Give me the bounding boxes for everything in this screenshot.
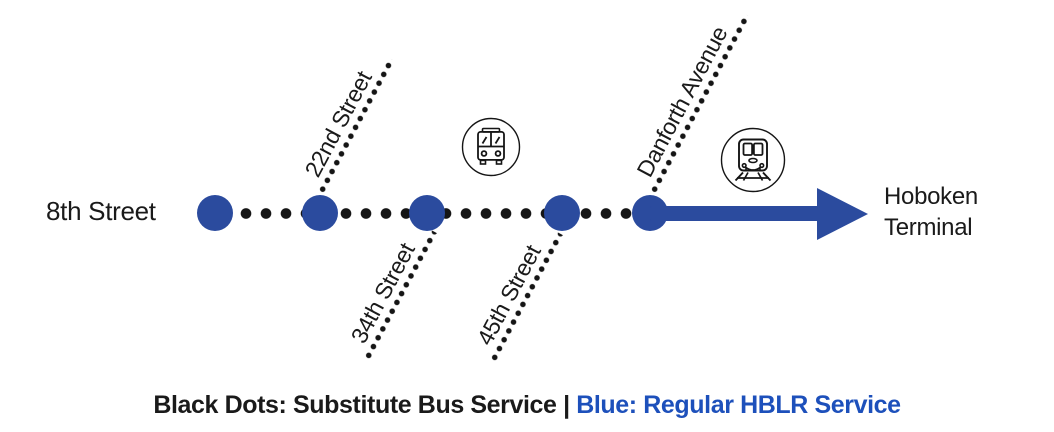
- train-icon: [720, 127, 786, 193]
- hblr-service-arrow-head: [817, 188, 868, 240]
- legend-blue-text: Blue: Regular HBLR Service: [576, 391, 901, 419]
- station-label-34th-street: 34th Street: [339, 217, 437, 362]
- hblr-service-arrow-shaft: [650, 206, 820, 221]
- station-label-45th-street: 45th Street: [465, 219, 563, 364]
- bus-icon: [461, 117, 521, 177]
- station-dot-8th-street: [197, 195, 233, 231]
- station-label-8th-street: 8th Street: [46, 196, 156, 226]
- station-label-22nd-street: 22nd Street: [293, 45, 395, 195]
- station-dot-45th-street: [544, 195, 580, 231]
- legend-black-text: Black Dots: Substitute Bus Service: [153, 391, 557, 419]
- legend-separator: |: [556, 391, 577, 419]
- station-label-hoboken-terminal: Hoboken Terminal: [884, 183, 978, 241]
- station-dot-22nd-street: [302, 195, 338, 231]
- legend: Black Dots: Substitute Bus Service | Blu…: [0, 391, 1054, 420]
